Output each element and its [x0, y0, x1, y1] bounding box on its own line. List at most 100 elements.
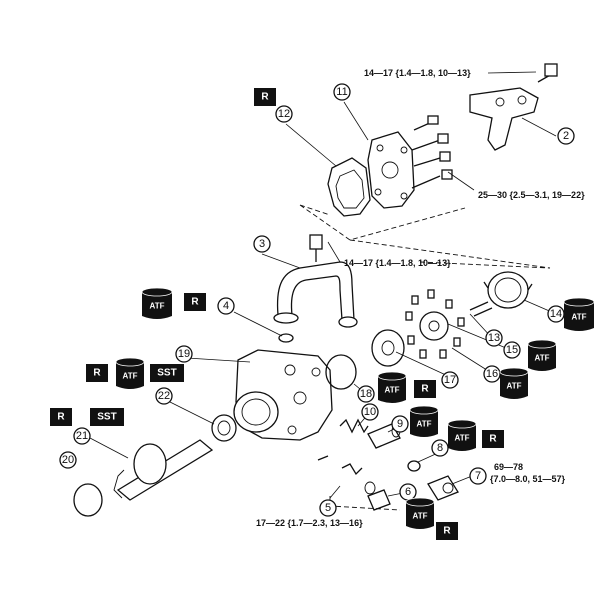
svg-text:ATF: ATF	[123, 372, 138, 381]
callout-10: 10	[361, 403, 379, 421]
r-badge: R	[184, 293, 206, 311]
svg-text:16: 16	[486, 368, 498, 380]
callout-12: 12	[275, 105, 293, 123]
atf-can-icon: ATF	[377, 371, 407, 403]
atf-can-icon: ATF	[405, 497, 435, 529]
callout-6: 6	[399, 483, 417, 501]
drive-shaft-part	[113, 439, 214, 501]
svg-text:12: 12	[278, 108, 290, 120]
svg-text:2: 2	[563, 130, 569, 142]
atf-can-icon: ATF	[141, 287, 173, 319]
svg-text:R: R	[261, 92, 269, 103]
cam-ring-part	[483, 271, 533, 309]
torque-spec-cover: 25—30 {2.5—3.1, 19—22}	[478, 190, 585, 200]
callout-9: 9	[391, 415, 409, 433]
svg-text:15: 15	[506, 344, 518, 356]
svg-text:21: 21	[76, 430, 88, 442]
r-badge: R	[414, 380, 436, 398]
svg-text:R: R	[443, 526, 451, 537]
svg-text:SST: SST	[97, 412, 116, 423]
torque-spec-bracket: 14—17 {1.4—1.8, 10—13}	[364, 68, 471, 78]
svg-text:ATF: ATF	[507, 382, 522, 391]
r-badge: R	[50, 408, 72, 426]
pump-body-part	[233, 349, 333, 441]
callout-3: 3	[253, 235, 271, 253]
torque-spec-valve: 17—22 {1.7—2.3, 13—16}	[256, 518, 363, 528]
svg-text:R: R	[191, 297, 199, 308]
atf-can-icon: ATF	[563, 297, 595, 331]
bracket-part	[469, 63, 558, 151]
svg-text:ATF: ATF	[535, 354, 550, 363]
svg-text:6: 6	[405, 486, 411, 498]
valve-assembly-5	[317, 455, 391, 511]
atf-can-icon: ATF	[527, 339, 557, 371]
oil-seal-part	[211, 414, 237, 442]
o-ring-4	[278, 333, 294, 343]
svg-text:ATF: ATF	[572, 313, 587, 322]
callout-11: 11	[333, 83, 351, 101]
svg-text:19: 19	[178, 348, 190, 360]
svg-text:R: R	[57, 412, 65, 423]
svg-text:9: 9	[397, 418, 403, 430]
svg-text:ATF: ATF	[417, 420, 432, 429]
callout-16: 16	[483, 365, 501, 383]
cover-part	[367, 115, 453, 209]
connector-7	[427, 475, 459, 501]
callout-7: 7	[469, 467, 487, 485]
svg-text:R: R	[93, 368, 101, 379]
svg-text:5: 5	[325, 502, 331, 514]
callout-17: 17	[441, 371, 459, 389]
svg-text:18: 18	[360, 388, 372, 400]
callout-14: 14	[547, 305, 565, 323]
svg-text:R: R	[489, 434, 497, 445]
r-badge: R	[254, 88, 276, 106]
svg-text:14: 14	[550, 308, 562, 320]
callout-2: 2	[557, 127, 575, 145]
atf-can-icon: ATF	[409, 405, 439, 437]
torque-spec-fitting-1: 69—78	[494, 462, 523, 472]
r-badge: R	[86, 364, 108, 382]
snap-ring-20	[73, 483, 103, 517]
atf-can-icon: ATF	[499, 367, 529, 399]
svg-text:ATF: ATF	[455, 434, 470, 443]
callout-5: 5	[319, 499, 337, 517]
callout-18: 18	[357, 385, 375, 403]
sst-badge: SST	[90, 408, 124, 426]
callout-22: 22	[155, 387, 173, 405]
svg-text:SST: SST	[157, 368, 176, 379]
svg-text:13: 13	[488, 332, 500, 344]
o-ring-8	[407, 460, 421, 472]
callout-20: 20	[59, 451, 77, 469]
svg-text:17: 17	[444, 374, 456, 386]
r-badge: R	[482, 430, 504, 448]
atf-can-icon: ATF	[115, 357, 145, 389]
svg-text:10: 10	[364, 406, 376, 418]
callout-15: 15	[503, 341, 521, 359]
r-badge: R	[436, 522, 458, 540]
o-ring-18	[325, 354, 357, 390]
callout-21: 21	[73, 427, 91, 445]
atf-can-icon: ATF	[447, 419, 477, 451]
svg-text:20: 20	[62, 454, 74, 466]
svg-text:ATF: ATF	[150, 302, 165, 311]
pipe-part	[273, 234, 358, 328]
svg-text:ATF: ATF	[413, 512, 428, 521]
svg-text:4: 4	[223, 300, 229, 312]
callout-4: 4	[217, 297, 235, 315]
svg-text:3: 3	[259, 238, 265, 250]
assembly-line-upper	[299, 204, 551, 269]
svg-text:ATF: ATF	[385, 386, 400, 395]
svg-text:22: 22	[158, 390, 170, 402]
torque-spec-fitting-2: {7.0—8.0, 51—57}	[490, 474, 566, 484]
callout-19: 19	[175, 345, 193, 363]
svg-text:8: 8	[437, 442, 443, 454]
svg-text:7: 7	[475, 470, 481, 482]
side-plate-part	[371, 329, 405, 367]
callout-8: 8	[431, 439, 449, 457]
callout-13: 13	[485, 329, 503, 347]
rotor-vanes-part	[405, 289, 493, 359]
sst-badge: SST	[150, 364, 184, 382]
svg-text:11: 11	[336, 86, 347, 98]
